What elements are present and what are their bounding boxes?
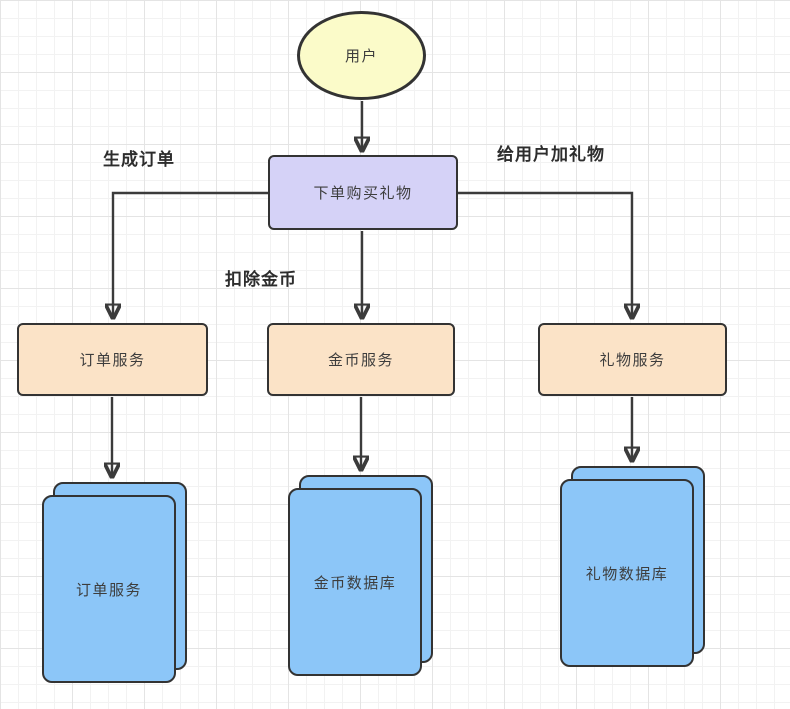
- coin-db-label: 金币数据库: [313, 574, 397, 592]
- order-db-front-card: 订单服务: [42, 495, 176, 683]
- purchase-gift-node-label: 下单购买礼物: [313, 185, 413, 202]
- order-service-node-label: 订单服务: [79, 352, 146, 369]
- coin-db-front-card: 金币数据库: [288, 488, 422, 676]
- order-db-label: 订单服务: [75, 581, 142, 599]
- purchase-gift-node[interactable]: 下单购买礼物: [268, 155, 458, 230]
- arrow-purchase-to-gift-service: [458, 191, 632, 317]
- coin-db-node[interactable]: 金币数据库: [288, 475, 434, 677]
- user-node-label: 用户: [344, 48, 378, 65]
- gift-db-node[interactable]: 礼物数据库: [560, 466, 706, 668]
- coin-service-node-label: 金币服务: [327, 352, 394, 369]
- gift-db-front-card: 礼物数据库: [560, 479, 694, 667]
- order-service-node[interactable]: 订单服务: [17, 323, 208, 396]
- order-db-node[interactable]: 订单服务: [42, 482, 188, 684]
- user-node[interactable]: 用户: [297, 11, 426, 100]
- edge-label-generate-order: 生成订单: [103, 150, 175, 169]
- edge-label-add-gift: 给用户加礼物: [497, 145, 605, 164]
- gift-service-node-label: 礼物服务: [599, 352, 666, 369]
- edge-label-deduct-coin: 扣除金币: [225, 270, 297, 289]
- gift-service-node[interactable]: 礼物服务: [538, 323, 727, 396]
- arrow-purchase-to-order-service: [113, 191, 268, 317]
- coin-service-node[interactable]: 金币服务: [267, 323, 455, 396]
- gift-db-label: 礼物数据库: [585, 565, 669, 583]
